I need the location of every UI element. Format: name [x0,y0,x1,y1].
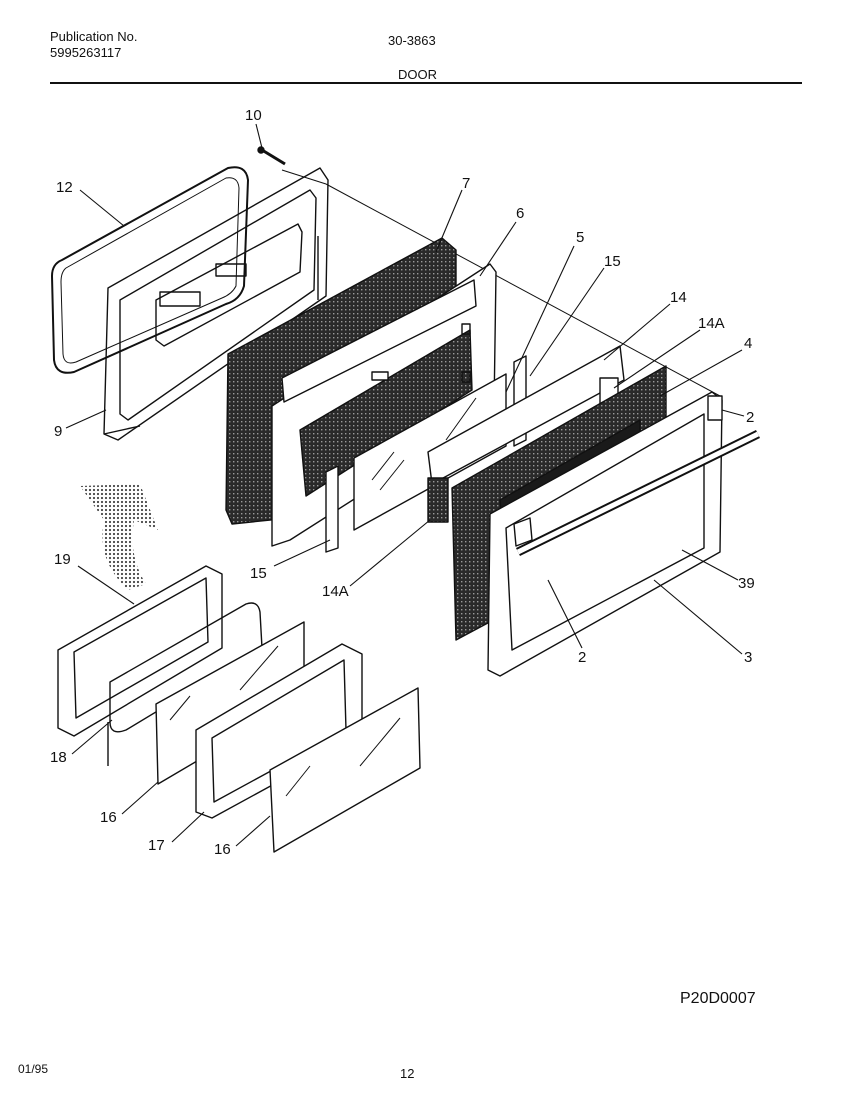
screw-part [257,146,286,166]
callout-14a-bottom: 14A [322,583,349,600]
outer-door-frame-part [487,391,723,677]
page-number: 12 [400,1066,415,1081]
door-handle-part [513,429,760,557]
glass-frame-lower-part [195,643,363,819]
callout-16-bottom: 16 [214,841,231,858]
callout-14: 14 [670,289,687,306]
callout-3: 3 [744,649,752,666]
callout-17: 17 [148,837,165,854]
callout-18: 18 [50,749,67,766]
callout-9: 9 [54,423,62,440]
callout-15-left: 15 [250,565,267,582]
model-number: 30-3863 [388,33,436,48]
publication-number: 5995263117 [50,45,122,60]
callout-15-top: 15 [604,253,621,270]
gasket-part [51,166,249,374]
callout-4: 4 [744,335,752,352]
callout-19: 19 [54,551,71,568]
callout-14a-top: 14A [698,315,725,332]
date-code: 01/95 [18,1062,49,1076]
callout-2-bottom: 2 [578,649,586,666]
rotation-arrow-graphic [80,484,158,590]
glass-frame-part [57,565,223,737]
publication-label: Publication No. [50,29,138,44]
header-rule [50,82,802,84]
callout-5: 5 [576,229,584,246]
callout-16-left: 16 [100,809,117,826]
inner-door-frame-part [103,167,329,441]
diagram-code: P20D0007 [680,990,756,1007]
glass-panel-bottom-part [269,687,421,853]
section-title: DOOR [398,67,437,82]
callout-10: 10 [245,107,262,124]
callout-2-right: 2 [746,409,754,426]
callout-7: 7 [462,175,470,192]
callout-6: 6 [516,205,524,222]
leader-lines [65,123,745,847]
callout-12: 12 [56,179,73,196]
callout-39: 39 [738,575,755,592]
baffle-part [427,345,625,485]
